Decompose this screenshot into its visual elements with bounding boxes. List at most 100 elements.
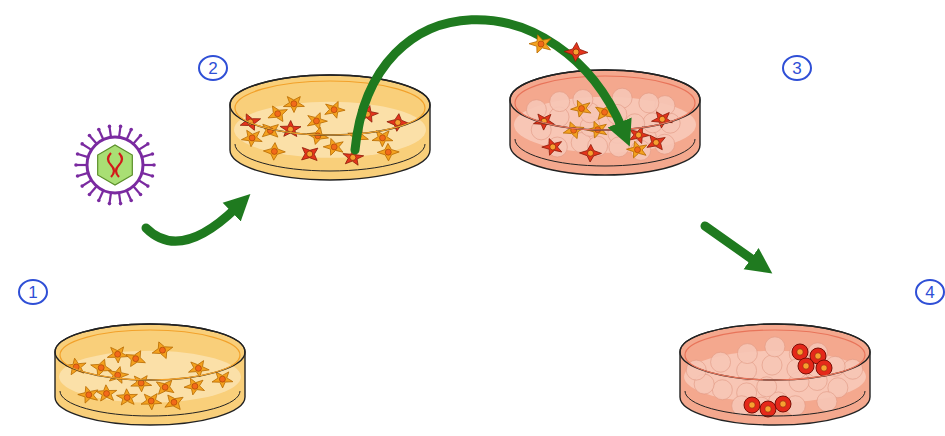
focus-nucleus [765, 406, 771, 412]
cell-nucleus [395, 120, 401, 126]
cell-nucleus [550, 144, 556, 150]
normal-cell [325, 102, 345, 119]
transformed-cell [580, 144, 602, 162]
cell-nucleus [271, 148, 277, 154]
process-arrow [355, 20, 622, 150]
cell-body [184, 378, 205, 395]
cell-nucleus [653, 139, 659, 145]
cell-body [241, 130, 262, 146]
background-cell [609, 137, 629, 157]
cell-nucleus [313, 118, 319, 124]
cell-nucleus [587, 150, 593, 156]
normal-cell [96, 385, 117, 401]
focus-cell [798, 358, 814, 374]
culture-medium [55, 324, 245, 425]
background-cell [817, 392, 837, 412]
dish-base-rim [515, 139, 695, 166]
normal-cell [91, 359, 112, 376]
cell-nucleus [634, 147, 640, 153]
normal-cell [126, 351, 145, 367]
cell-body [627, 141, 647, 158]
background-cell [712, 380, 732, 400]
spike-tip [139, 193, 143, 197]
cell-body [323, 139, 343, 156]
cell-nucleus [602, 109, 608, 115]
cell-nucleus [192, 383, 198, 389]
cell-body [302, 148, 318, 161]
normal-cell [117, 389, 138, 405]
cell-nucleus [538, 41, 544, 47]
normal-cell [263, 143, 285, 161]
cell-nucleus [291, 101, 297, 107]
transformed-cell [542, 139, 562, 156]
cell-body [91, 359, 112, 376]
normal-cell [212, 372, 233, 388]
cell-body [563, 122, 584, 139]
virus-spike [110, 193, 111, 203]
cell-body [377, 143, 399, 161]
dish-base-rim [235, 144, 425, 171]
cell-body [325, 102, 345, 119]
virus-capsid [98, 145, 133, 185]
transformed-cell [647, 135, 665, 150]
cell-body [96, 385, 117, 401]
background-cell [639, 93, 659, 113]
spike-tip [119, 202, 123, 206]
background-cell [762, 355, 782, 375]
normal-cell [372, 131, 393, 147]
cell-body [152, 342, 173, 359]
cell-nucleus [159, 347, 165, 353]
virus-spike [139, 144, 147, 149]
spike-tip [151, 174, 155, 178]
cell-nucleus [659, 116, 665, 122]
dish-inner-rim [60, 330, 240, 380]
transformed-cell [534, 114, 555, 130]
cell-nucleus [138, 380, 144, 386]
normal-cell [571, 100, 591, 117]
virus-spike [133, 186, 140, 194]
cell-nucleus [636, 132, 642, 138]
culture-medium [680, 324, 870, 425]
virus-spike [90, 186, 97, 194]
cell-nucleus [86, 392, 92, 398]
transferred-cells [529, 35, 588, 62]
callout-number: 4 [915, 279, 945, 305]
cell-body [307, 127, 328, 144]
cell-nucleus [249, 135, 255, 141]
focus-nucleus [749, 402, 755, 408]
cell-body [372, 131, 393, 147]
focus-nucleus [815, 353, 821, 359]
dish-inner-rim [235, 81, 425, 135]
spike-tip [146, 142, 150, 146]
spike-tip [129, 128, 133, 132]
virus-spike [139, 180, 147, 185]
viral-genome [116, 153, 122, 177]
cell-nucleus [115, 351, 121, 357]
focus-cell [760, 401, 776, 417]
cell-nucleus [219, 376, 225, 382]
cell-body [529, 35, 551, 53]
cell-body [647, 135, 665, 150]
focus-nucleus [780, 401, 786, 407]
dish-wall [55, 324, 245, 425]
dish-floor [59, 351, 241, 403]
spike-tip [80, 184, 84, 188]
virus-spike [119, 193, 120, 203]
virus-spike [90, 136, 97, 144]
spike-tip [146, 184, 150, 188]
cell-nucleus [195, 365, 201, 371]
cell-nucleus [573, 49, 579, 55]
focus-nucleus [803, 363, 809, 369]
normal-cell [529, 35, 551, 53]
spike-tip [152, 163, 156, 167]
spike-tip [108, 202, 112, 206]
normal-cell [78, 386, 98, 403]
normal-cell [627, 141, 647, 158]
dish-wall [680, 324, 870, 425]
cell-body [108, 367, 128, 384]
spike-tip [108, 125, 112, 129]
dish-rim [55, 324, 245, 380]
background-cell [550, 92, 570, 112]
focus-nucleus [821, 365, 827, 371]
cell-nucleus [315, 133, 321, 139]
